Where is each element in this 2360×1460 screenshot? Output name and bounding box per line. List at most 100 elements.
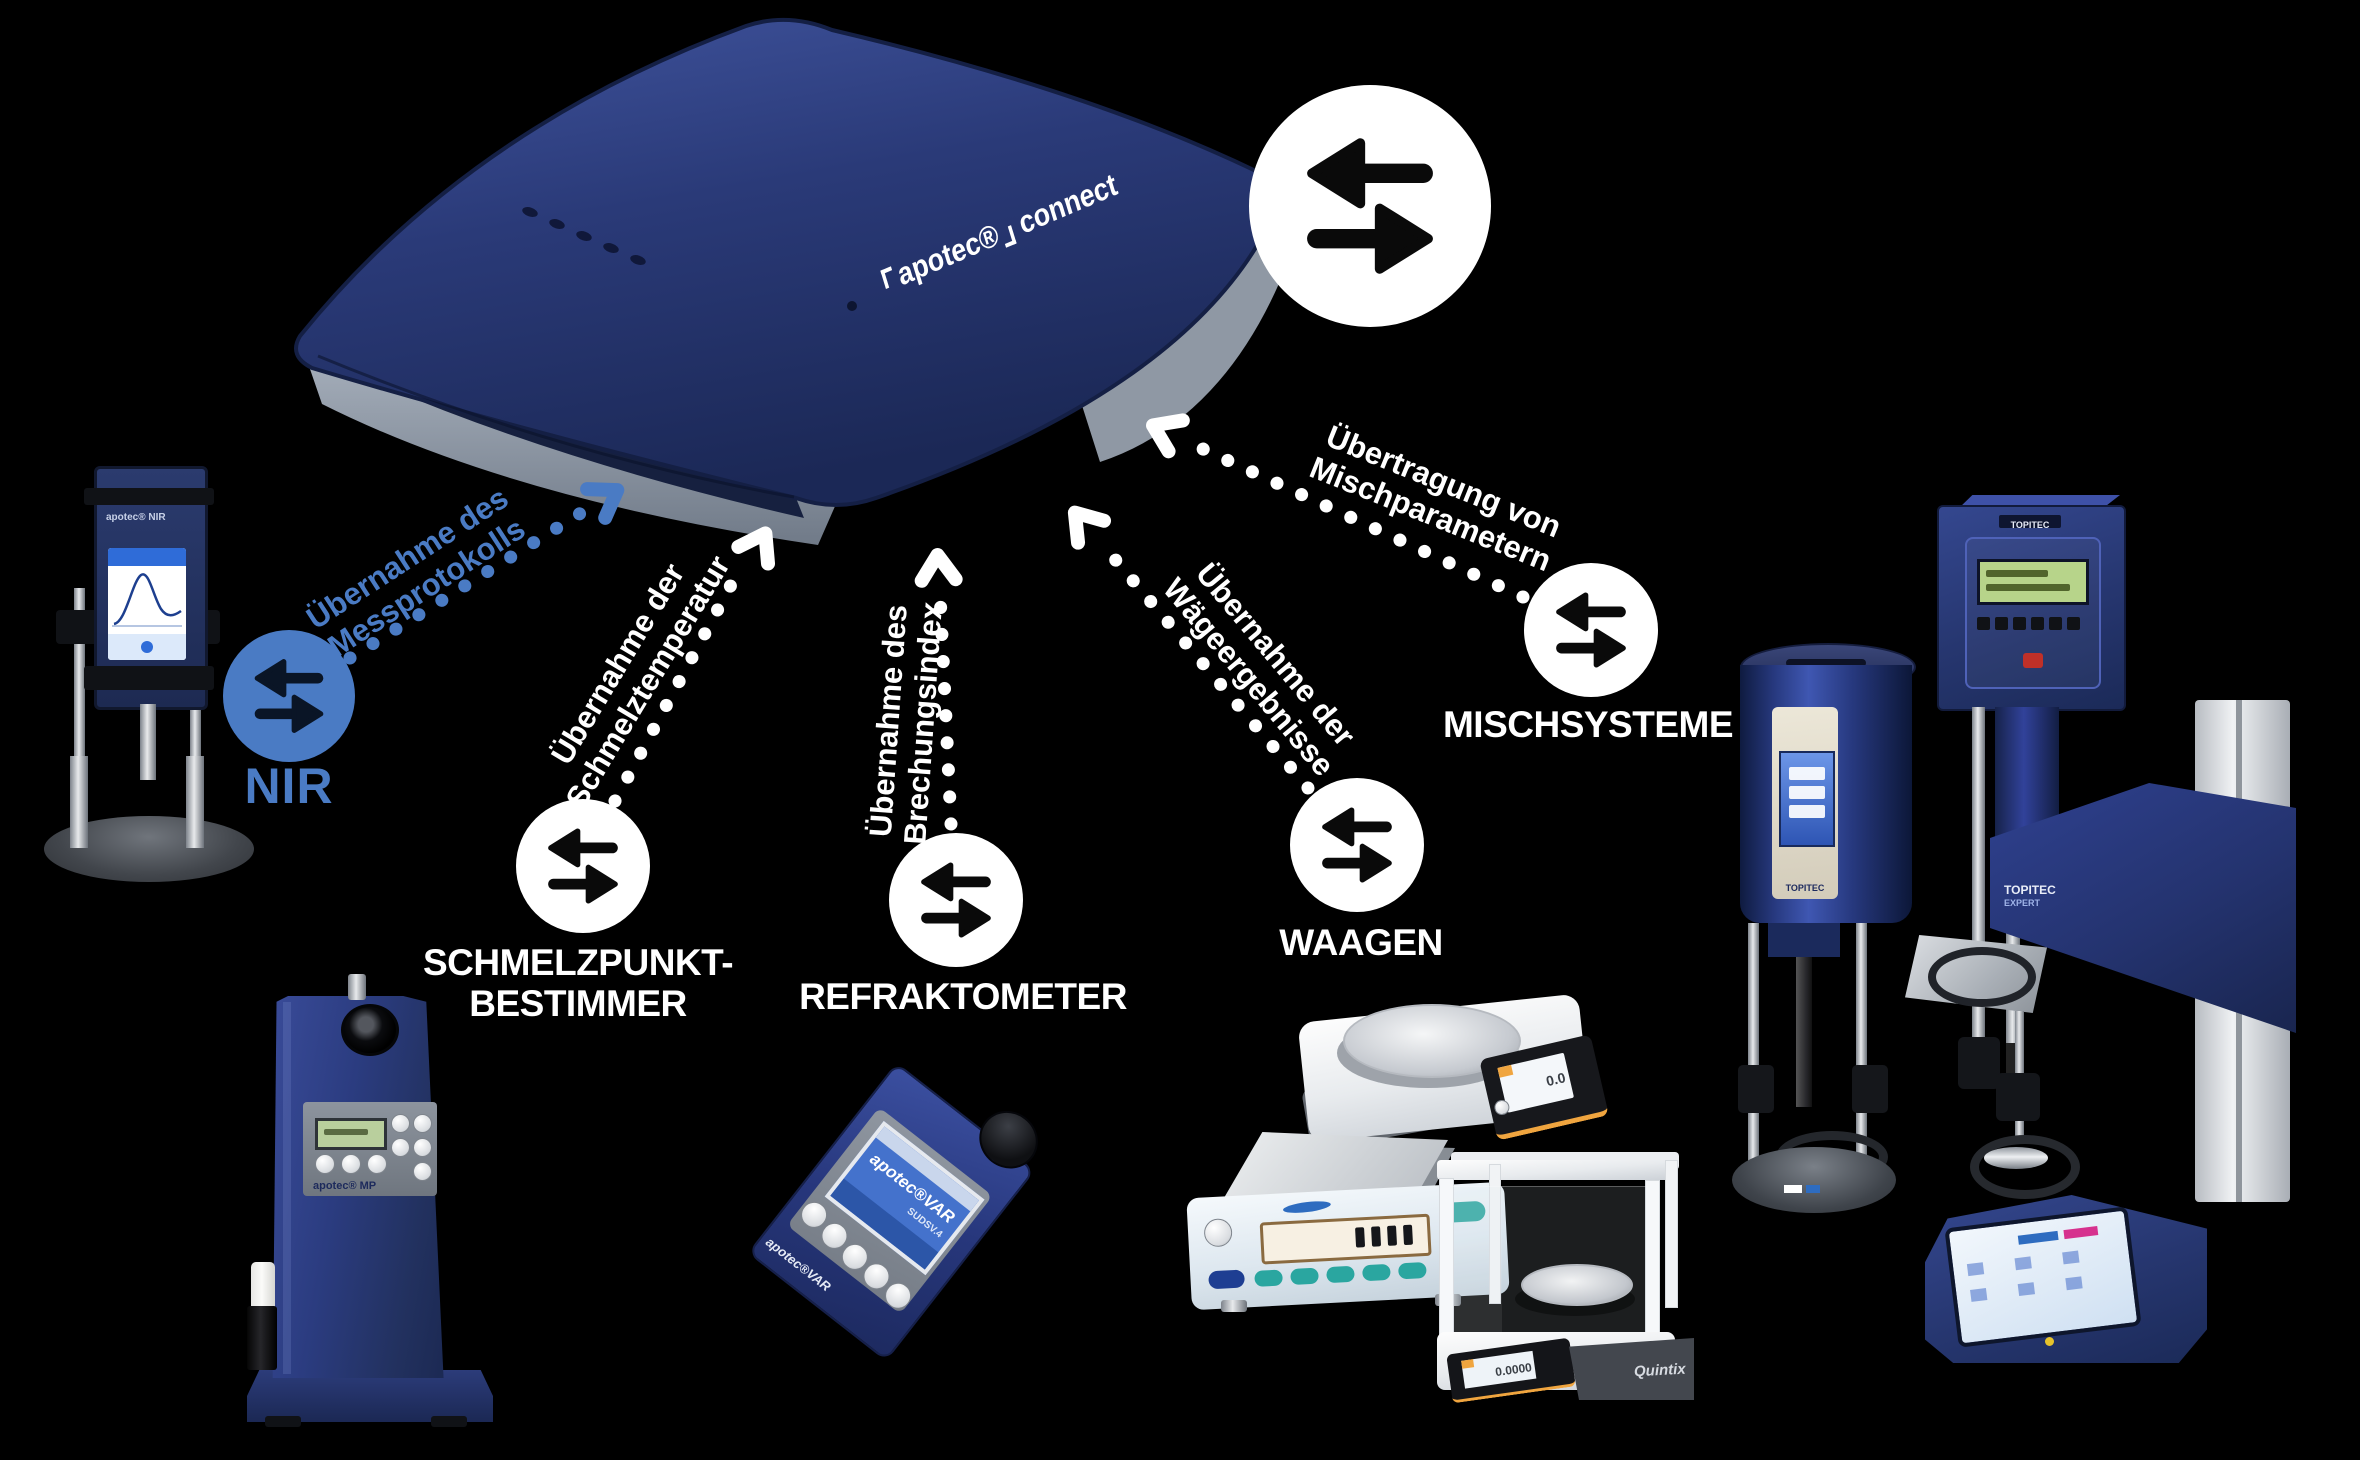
mp-button-up (391, 1114, 410, 1133)
cyl-mixer-brand: TOPITEC (1785, 883, 1825, 893)
nir-brand-label: apotec® NIR (106, 512, 166, 523)
mp-sample-vial (251, 1262, 275, 1310)
nir-clamp-bar-top (84, 488, 214, 505)
screen-menu-button (1789, 786, 1825, 799)
mp-control-panel: apotec® MP (303, 1102, 437, 1196)
device-label-nir: NIR (244, 758, 334, 814)
screen-menu-button (1789, 767, 1825, 780)
mixer-lcd-line (1986, 584, 2070, 591)
dotted-line-refraktometer (933, 587, 958, 831)
draft-shield-glass-front (1452, 1186, 1647, 1340)
cyl-mixer-rod-right (1856, 923, 1867, 1171)
mixer-lcd-line (1986, 570, 2048, 577)
dotted-line-nir (343, 504, 591, 665)
expert-holder-ring (1970, 1135, 2080, 1199)
nir-screen-footer (108, 634, 186, 660)
nir-spectrometer-device: apotec® NIR (40, 460, 280, 896)
hub-screw (847, 301, 857, 311)
cyl-mixer-base (1732, 1147, 1896, 1213)
mixer-key (2049, 617, 2062, 630)
nir-spectrum-curve (112, 573, 182, 627)
device-label-line: BESTIMMER (469, 983, 687, 1025)
draft-shield-glass-left (1452, 1186, 1502, 1338)
arrowhead-refraktometer-icon (914, 548, 963, 588)
hub-underside-left (300, 340, 836, 545)
melting-point-device: apotec® MP (245, 972, 530, 1430)
mixer-rod-clamp (1958, 1037, 2000, 1089)
device-label-waagen: WAAGEN (1279, 922, 1443, 963)
mp-base (247, 1370, 493, 1422)
mixer-key (2067, 617, 2080, 630)
mischsysteme-transfer-arrows-icon (1524, 563, 1658, 697)
nir-stand-rod-right-lower (186, 756, 204, 848)
waagen-transfer-arrows-icon (1290, 778, 1424, 912)
hub-transfer-arrows-icon (1249, 85, 1491, 327)
cyl-mixer-rod-left (1748, 923, 1759, 1171)
lab-balance-foot (1221, 1300, 1247, 1312)
mp-top-knob (348, 974, 366, 1000)
expert-base-led (2045, 1337, 2054, 1346)
mixer-box-brand-strip: TOPITEC (1999, 515, 2061, 530)
analytical-side-panel: Quintix (1569, 1338, 1694, 1400)
expert-hood-brand-line2: EXPERT (2004, 898, 2041, 908)
mp-button-1 (315, 1154, 335, 1174)
mp-button-2 (341, 1154, 361, 1174)
expert-base (1925, 1195, 2207, 1363)
mp-button-menu (413, 1162, 432, 1181)
cyl-mixer-screen (1779, 751, 1835, 847)
mp-lcd (315, 1118, 387, 1150)
arrowhead-mischsysteme-icon (1146, 413, 1190, 459)
expert-holder-inner (1984, 1147, 2048, 1169)
mixer-control-box: TOPITEC (1937, 505, 2126, 711)
mp-eyepiece (341, 1004, 399, 1056)
cyl-mixer-clamp-left (1738, 1065, 1774, 1113)
mixer-key (1995, 617, 2008, 630)
nir-screen (108, 548, 186, 660)
device-label-refraktometer: REFRAKTOMETER (799, 976, 1127, 1017)
device-label-line: SCHMELZPUNKT- (422, 942, 734, 983)
expert-hood-brand-line1: TOPITEC (2004, 883, 2056, 897)
arrowhead-nir-icon (580, 482, 625, 525)
analytical-plate (1521, 1264, 1633, 1306)
base-sticker (1806, 1185, 1820, 1193)
mixer-key (2031, 617, 2044, 630)
mixer-key (1977, 617, 1990, 630)
hub-led-dots (522, 207, 646, 265)
mixer-lcd (1977, 559, 2089, 605)
dotted-line-schmelzpunkt (608, 563, 746, 808)
arrowhead-schmelzpunkt-icon (731, 526, 776, 571)
dotted-line-mischsysteme (1183, 436, 1530, 604)
nir-probe (140, 704, 156, 780)
mp-foot-right (431, 1416, 467, 1427)
draft-shield-post (1489, 1164, 1501, 1304)
balances-group: 0.0 (1185, 982, 1710, 1404)
schmelzpunkt-transfer-arrows-icon (516, 799, 650, 933)
nir-screen-header (108, 548, 186, 566)
mp-brand-label: apotec® MP (313, 1180, 377, 1192)
analytical-balance: 0.0000 Quintix (1437, 1150, 1697, 1404)
arrowhead-waagen-icon (1067, 505, 1112, 550)
nir-screen-button (141, 641, 153, 653)
nir-clamp-left (56, 610, 100, 644)
hub-device-graphic (294, 17, 1288, 545)
mixing-systems-group: TOPITEC (1700, 495, 2350, 1375)
mixer-box-brand: TOPITEC (2010, 520, 2050, 530)
nir-stand-rod-right (190, 588, 201, 840)
mp-button-stop (413, 1138, 432, 1157)
cyl-mixer-clamp-right (1852, 1065, 1888, 1113)
expert-rod-clamp (1996, 1073, 2040, 1121)
mixer-key (2013, 617, 2026, 630)
cyl-mixer-spindle (1796, 957, 1812, 1107)
draft-shield-post (1665, 1160, 1678, 1308)
mp-button-down (413, 1114, 432, 1133)
hub-seam-line (317, 354, 795, 499)
nir-stand-rod-left (74, 588, 85, 840)
nir-stand-rod-left-lower (70, 756, 88, 848)
cyl-mixer-top-slot (1786, 659, 1866, 667)
cyl-mixer-neck (1768, 923, 1840, 957)
mp-lcd-line (324, 1129, 368, 1135)
screen-menu-button (1789, 805, 1825, 818)
nir-clamp-bar-bottom (84, 666, 214, 690)
